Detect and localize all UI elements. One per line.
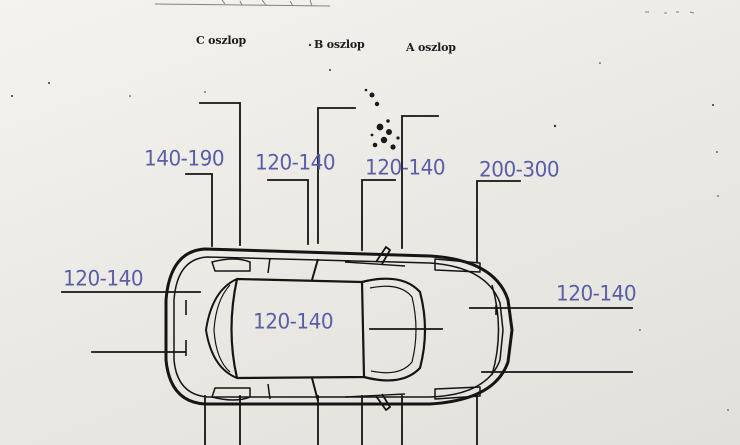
car-top-view [164,246,514,411]
hood-measurement: 120-140 [556,280,637,306]
car-body-outline [164,247,514,406]
mirror-left [375,246,391,265]
roof-panel [230,277,366,380]
rear-quarter-roof-measurement: 140-190 [144,145,225,171]
windshield [361,277,427,382]
c-pillar-label: C oszlop [196,34,246,47]
rear-window-inner [213,284,231,373]
mirror-right [375,393,391,411]
paper-specks [11,43,729,411]
a-pillar-label: A oszlop [406,41,456,54]
rear-door-roof-measurement: 120-140 [255,149,336,175]
front-fender-measurement: 200-300 [479,156,560,182]
faded-title-fragment [154,0,695,14]
front-door-roof-measurement: 120-140 [365,154,446,180]
car-body-inner-outline [173,256,504,398]
windshield-inner [369,285,417,374]
leader-lines [61,102,633,445]
rear-measurement: 120-140 [63,265,144,291]
ink-blot [364,88,400,150]
b-pillar-label: B oszlop [314,38,365,51]
roof-measurement: 120-140 [253,308,334,334]
rear-window [205,278,238,379]
